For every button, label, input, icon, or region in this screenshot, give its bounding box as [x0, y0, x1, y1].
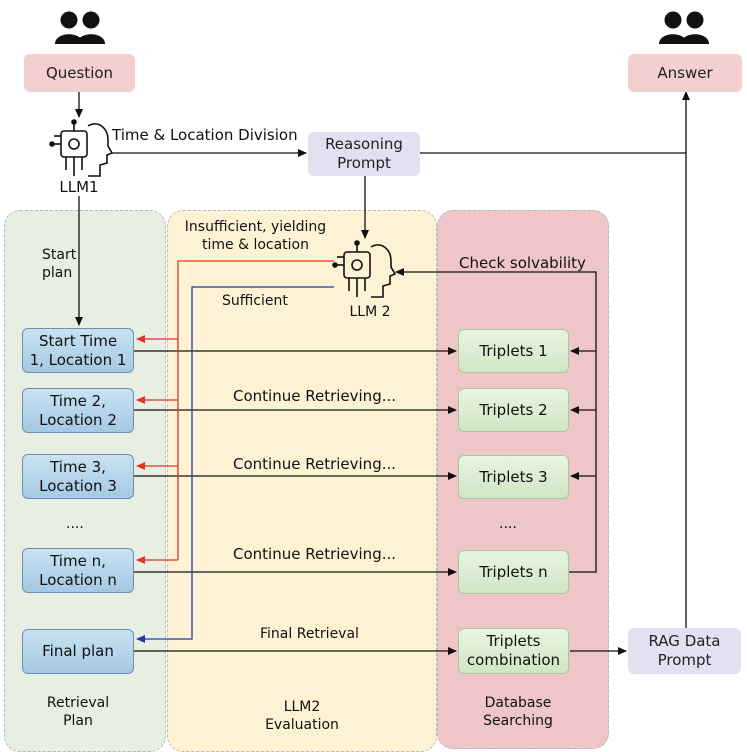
llm2-evaluation-panel — [167, 210, 437, 752]
check-solvability-label: Check solvability — [459, 254, 586, 272]
plan-step-n: Time n, Location n — [22, 548, 134, 593]
plan-step-2: Time 2, Location 2 — [22, 388, 134, 433]
plan-step-3: Time 3, Location 3 — [22, 454, 134, 499]
plan-step-1: Start Time 1, Location 1 — [22, 328, 134, 373]
final-plan-node: Final plan — [22, 629, 134, 674]
triplets-ellipsis: .... — [499, 516, 517, 532]
division-label: Time & Location Division — [112, 126, 298, 144]
llm2-label: LLM 2 — [349, 304, 391, 320]
ai-head-icon — [332, 240, 397, 298]
continue-label-2: Continue Retrieving... — [233, 387, 397, 405]
answer-node: Answer — [628, 54, 742, 92]
plan-ellipsis: .... — [66, 516, 84, 532]
users-icon — [659, 11, 709, 44]
triplets-3: Triplets 3 — [458, 455, 569, 499]
insufficient-label: Insufficient, yielding time & location — [184, 219, 327, 253]
retrieval-plan-footer: Retrieval Plan — [46, 695, 110, 729]
ai-head-icon — [49, 119, 114, 177]
triplets-n: Triplets n — [458, 550, 569, 594]
triplets-combination: Triplets combination — [458, 628, 569, 674]
triplets-2: Triplets 2 — [458, 388, 569, 432]
database-footer: Database Searching — [483, 695, 553, 729]
question-node: Question — [24, 54, 135, 92]
final-retrieval-label: Final Retrieval — [260, 626, 359, 642]
evaluation-footer: LLM2 Evaluation — [265, 699, 339, 733]
reasoning-prompt-node: Reasoning Prompt — [308, 132, 420, 176]
triplets-1: Triplets 1 — [458, 329, 569, 373]
sufficient-label: Sufficient — [222, 293, 288, 309]
rag-data-prompt-node: RAG Data Prompt — [628, 628, 741, 674]
continue-label-n: Continue Retrieving... — [233, 545, 397, 563]
users-icon — [55, 11, 105, 44]
continue-label-3: Continue Retrieving... — [233, 455, 397, 473]
start-plan-label: Start plan — [42, 247, 77, 281]
llm1-label: LLM1 — [59, 178, 99, 196]
